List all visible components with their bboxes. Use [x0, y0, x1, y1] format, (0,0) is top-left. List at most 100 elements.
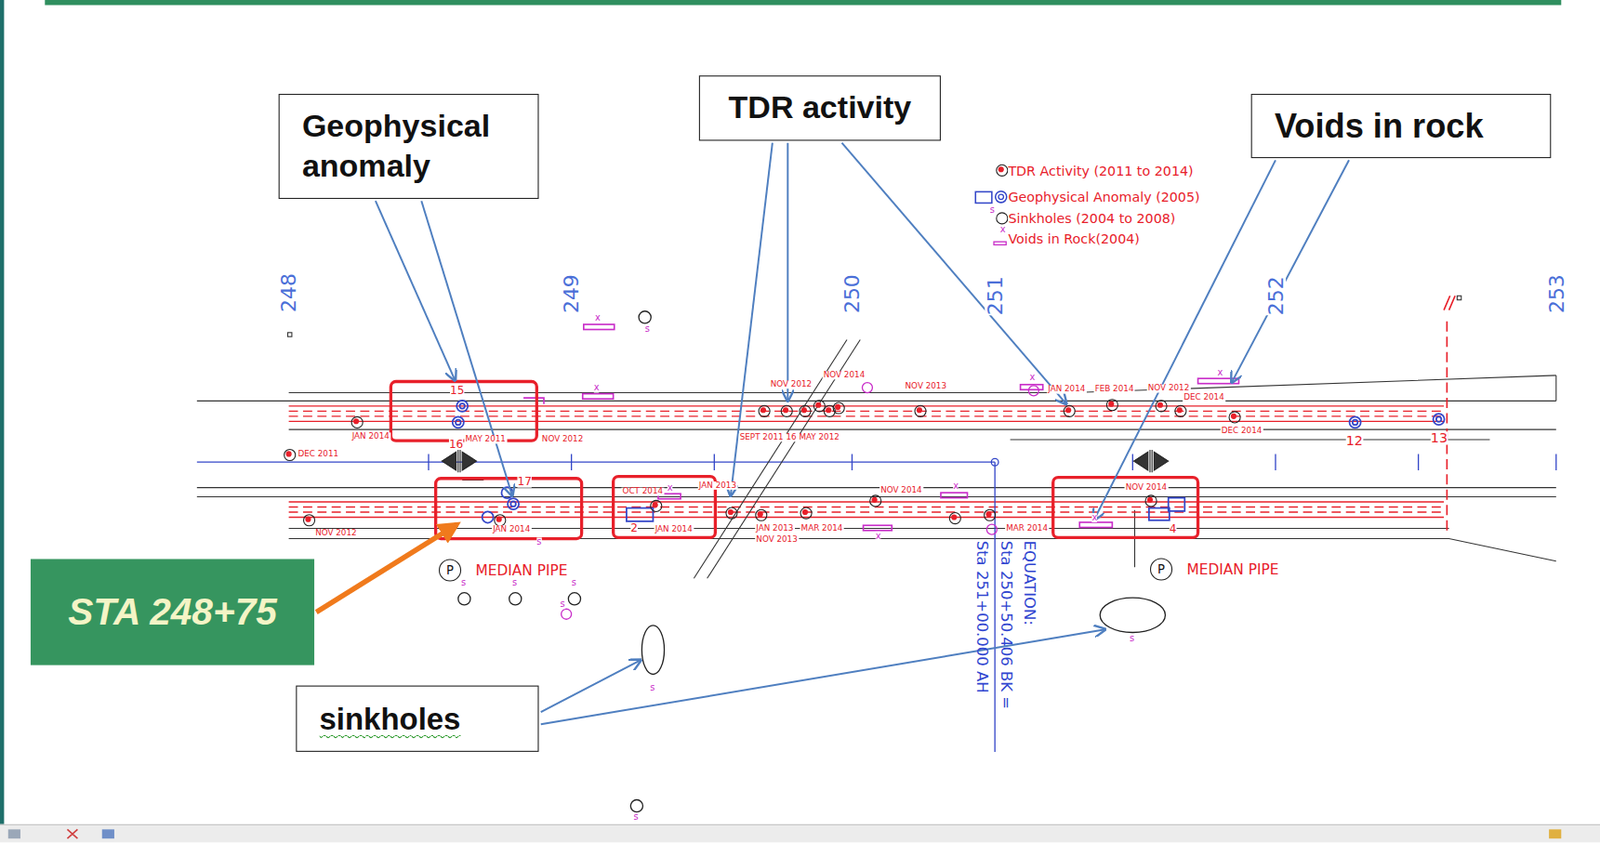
- tdr-activity-symbols: [800, 507, 812, 519]
- frame-bars: [0, 824, 1600, 843]
- tdr-activity-symbols: [284, 399, 1241, 527]
- sinkhole-symbols: [458, 311, 1166, 813]
- tdr-activity-symbols: [755, 509, 767, 521]
- station-number: 253: [1546, 274, 1567, 314]
- date-note: NOV 2014: [1124, 483, 1169, 492]
- legend-sample-shape: [998, 166, 1005, 172]
- red-lane-bands: [289, 421, 1444, 423]
- median-pipe: P MEDIAN PIPE: [1150, 557, 1280, 581]
- date-note: NOV 2012: [314, 529, 358, 539]
- tdr-activity-symbols: [951, 514, 957, 520]
- void-mark: x: [1029, 373, 1035, 384]
- geophysical-anomaly-symbols: [626, 508, 654, 522]
- date-note: JAN 2013: [754, 524, 794, 533]
- callout-text: STA 248+75: [67, 590, 278, 634]
- tdr-activity-symbols: [1108, 401, 1114, 408]
- frame-bars: [66, 829, 78, 839]
- callout-text: Geophysical anomaly: [302, 106, 518, 186]
- roadway-lines: [197, 487, 1557, 489]
- frame-bars: [0, 824, 1600, 826]
- geophysical-anomaly-symbols: [1433, 413, 1445, 425]
- station-number: 249: [561, 274, 582, 314]
- median-pipe: PMEDIAN PIPE: [438, 558, 569, 582]
- legend-row: Geophysical Anomaly (2005): [969, 187, 1201, 207]
- geophysical-anomaly-symbols: [1352, 420, 1358, 425]
- date-note: JAN 2014: [491, 525, 531, 534]
- leader-arrows: [421, 200, 513, 496]
- tdr-activity-symbols: [286, 401, 1238, 523]
- date-note: JAN 2014: [1046, 385, 1086, 395]
- tdr-activity-symbols: [813, 400, 825, 412]
- callout-box: Geophysical anomaly: [278, 93, 540, 199]
- highlight-boxes: [390, 381, 537, 441]
- legend-text: Sinkholes (2004 to 2008): [1007, 211, 1176, 226]
- callout-number: 16: [449, 438, 463, 450]
- date-note: MAR 2014: [1004, 524, 1049, 533]
- date-note: OCT 2014: [621, 488, 664, 497]
- leader-arrows: [375, 200, 456, 381]
- pipe-symbol: P: [1150, 557, 1173, 581]
- station-callout: STA 248+75: [30, 558, 315, 665]
- highlight-boxes: [436, 478, 582, 540]
- tdr-activity-symbols: [284, 449, 296, 461]
- callout-number: 15: [449, 384, 464, 397]
- date-note: NOV 2014: [879, 487, 924, 496]
- roadway-lines: [1010, 439, 1491, 441]
- date-note: NOV 2012: [1147, 384, 1191, 394]
- leader-arrows: [786, 143, 789, 402]
- legend-text: Geophysical Anomaly (2005): [1007, 189, 1200, 205]
- legend-sample-shape: [996, 164, 1008, 176]
- sinkhole-mark: s: [990, 206, 995, 216]
- station-number: 250: [842, 274, 863, 314]
- tdr-activity-symbols: [782, 407, 789, 413]
- legend-text: Voids in Rock(2004): [1007, 231, 1139, 247]
- void-mark: x: [594, 383, 600, 394]
- station-number: 251: [984, 276, 1005, 316]
- roadway-lines: [289, 539, 1557, 562]
- red-lane-bands: [289, 405, 1444, 407]
- tdr-activity-symbols: [914, 405, 926, 417]
- date-note: FEB 2014: [1094, 385, 1136, 395]
- pipe-label: MEDIAN PIPE: [1186, 561, 1279, 579]
- callout-text: sinkholes: [319, 701, 462, 737]
- date-note: JAN 2013: [698, 481, 738, 490]
- sinkhole-mark: s: [634, 813, 639, 823]
- legend-sample: [969, 188, 1009, 206]
- date-note: SEPT 2011 16 MAY 2012: [739, 433, 841, 442]
- date-note: DEC 2014: [1182, 394, 1226, 403]
- tdr-activity-symbols: [985, 511, 992, 517]
- station-number: 248: [278, 273, 300, 313]
- tdr-activity-symbols: [799, 405, 811, 417]
- sinkhole-symbols: [1099, 597, 1165, 633]
- red-lane-bands: [289, 415, 1444, 417]
- geophysical-anomaly-symbols: [1349, 416, 1362, 428]
- legend-sample-shape: [975, 191, 992, 203]
- callout-number: 2: [630, 522, 638, 534]
- geophysical-anomaly-symbols: [510, 501, 516, 506]
- sinkhole-symbols: [638, 311, 651, 324]
- geophysical-anomaly-symbols: [482, 511, 494, 523]
- void-symbols: [523, 397, 544, 405]
- void-symbols: [1079, 522, 1112, 528]
- sinkhole-mark: s: [512, 578, 517, 588]
- date-note: NOV 2012: [541, 436, 585, 445]
- geophysical-anomaly-symbols: [1168, 498, 1186, 512]
- void-mark: x: [595, 313, 601, 323]
- roadway-lines: [289, 528, 1450, 529]
- legend-sample-shape: [996, 212, 1008, 225]
- tdr-activity-symbols: [984, 509, 996, 521]
- legend-row: Voids in Rock(2004): [969, 229, 1140, 249]
- date-note: JAN 2014: [351, 432, 391, 441]
- median-structure: [462, 451, 477, 471]
- date-note: NOV 2014: [822, 371, 867, 381]
- tdr-activity-symbols: [815, 402, 821, 409]
- station-equation: Sta 251+00.000 AH: [974, 541, 992, 694]
- sinkhole-mark: s: [461, 578, 466, 588]
- frame-bars: [8, 829, 21, 839]
- void-symbols: [940, 492, 968, 498]
- void-mark: x: [1091, 513, 1098, 523]
- roadway-lines: [197, 496, 1557, 498]
- geophysical-anomaly-symbols: [452, 400, 1445, 524]
- sinkhole-mark: s: [645, 324, 650, 334]
